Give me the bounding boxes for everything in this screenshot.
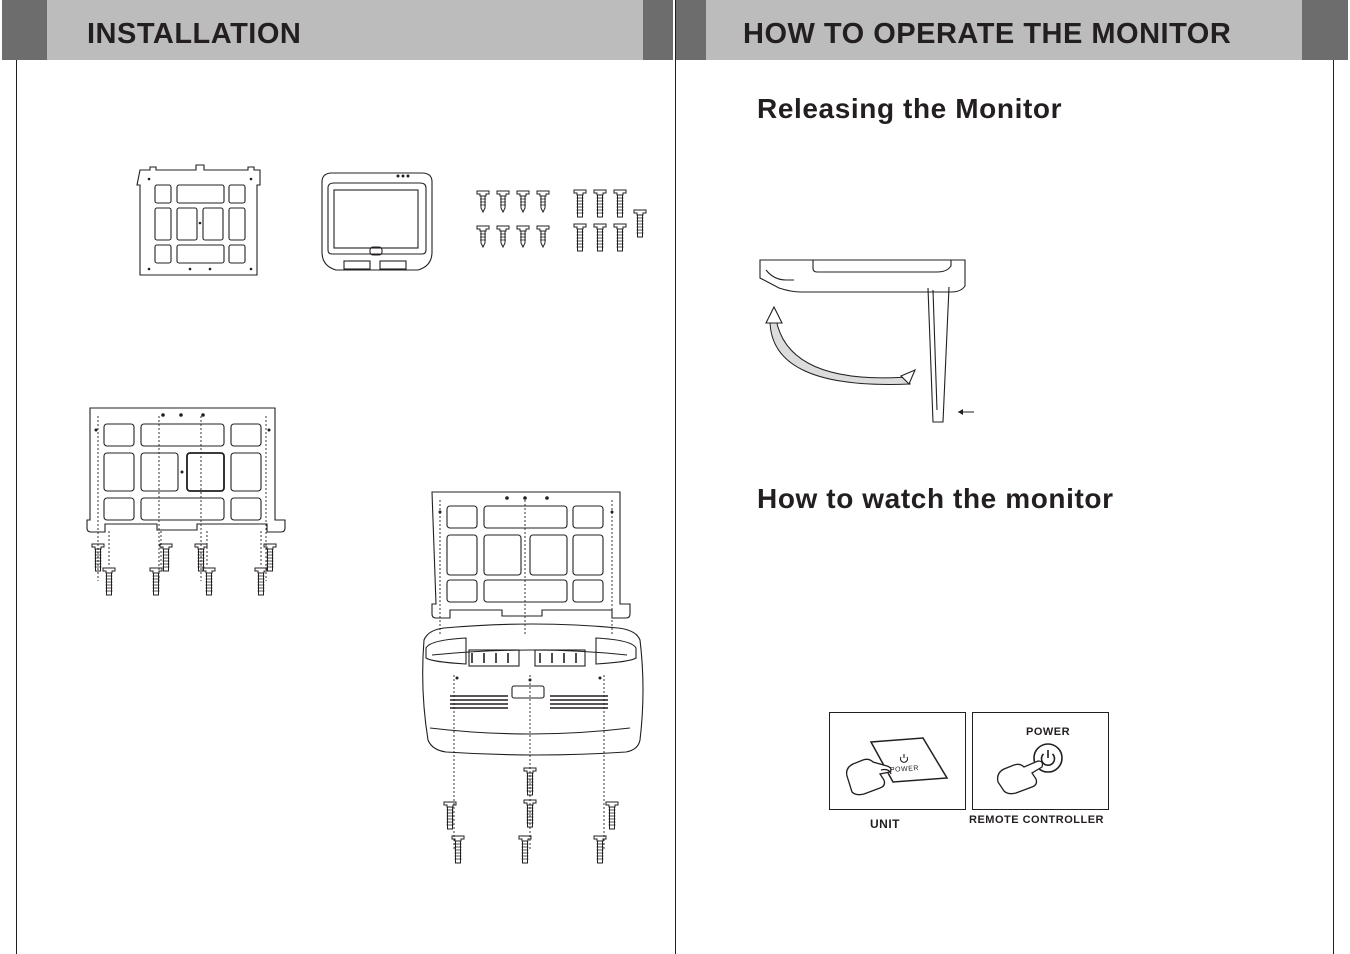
- right-header-edge: [676, 0, 706, 60]
- power-icon: [899, 754, 909, 763]
- unit-power-panel: [829, 712, 966, 810]
- left-page-margin-line: [16, 60, 17, 954]
- right-page-margin-line: [1333, 60, 1334, 954]
- hand-pointer-icon: [996, 760, 1044, 795]
- mounting-bracket-diagram: [136, 164, 261, 276]
- releasing-monitor-heading: Releasing the Monitor: [757, 93, 1063, 124]
- bracket-monitor-assembly-diagram: [422, 491, 644, 864]
- remote-power-panel: [972, 712, 1109, 810]
- watch-monitor-heading: How to watch the monitor: [757, 483, 1114, 514]
- power-icon: [1040, 750, 1056, 766]
- bracket-screw-step-diagram: [86, 407, 286, 596]
- screw-set-diagram: [476, 189, 647, 252]
- monitor-unit-diagram: [321, 172, 433, 271]
- left-header-edge-right: [643, 0, 673, 60]
- right-header-edge-right: [1302, 0, 1348, 60]
- monitor-release-diagram: [759, 259, 974, 423]
- rotation-arrow-icon: [769, 318, 911, 385]
- unit-power-illustration: [845, 737, 949, 796]
- unit-caption: UNIT: [870, 817, 900, 831]
- remote-power-button-label: POWER: [1026, 726, 1071, 738]
- operate-monitor-title: HOW TO OPERATE THE MONITOR: [743, 18, 1232, 50]
- page-divider-line: [675, 0, 676, 954]
- installation-title: INSTALLATION: [87, 18, 302, 50]
- remote-power-illustration: [996, 743, 1063, 795]
- remote-caption: REMOTE CONTROLLER: [969, 814, 1104, 826]
- left-header-bar: INSTALLATION: [2, 0, 673, 60]
- left-header-edge: [2, 0, 47, 60]
- right-header-bar: HOW TO OPERATE THE MONITOR: [676, 0, 1348, 60]
- hand-pointer-icon: [845, 758, 892, 796]
